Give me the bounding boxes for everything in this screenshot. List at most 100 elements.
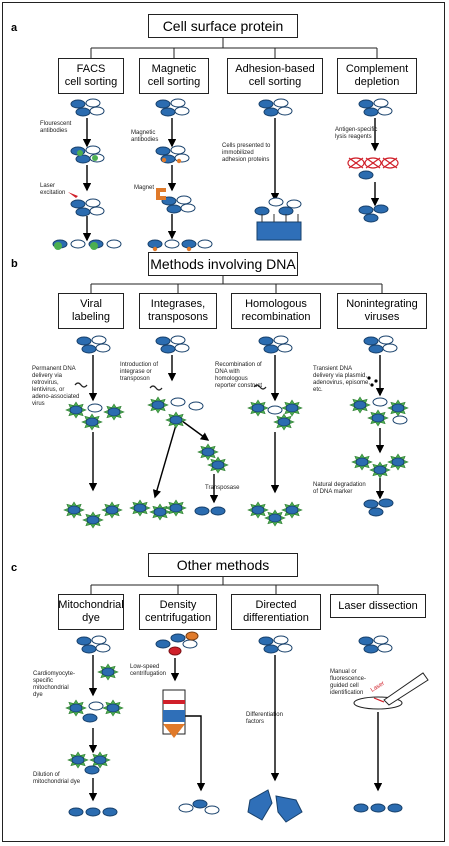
labeled-cell xyxy=(268,513,282,523)
labeled-cell xyxy=(69,703,83,713)
filled-cell xyxy=(70,99,86,109)
empty-cell xyxy=(95,343,111,353)
labeled-cell xyxy=(277,417,291,427)
filled-cell xyxy=(210,506,226,516)
filled-cell xyxy=(363,336,379,346)
filled-cell xyxy=(278,206,294,216)
note-adhesion: Cells presented to immobilized adhesion … xyxy=(222,143,271,163)
empty-cell xyxy=(182,639,198,649)
laser-beam xyxy=(373,697,385,703)
filled-cell xyxy=(363,213,379,223)
empty-cell xyxy=(170,335,186,345)
empty-cell xyxy=(273,98,289,108)
labeled-cell xyxy=(133,503,147,513)
empty-cell xyxy=(267,405,283,415)
laser-pen-label: Laser xyxy=(370,681,386,694)
method-facs: FACS cell sorting xyxy=(58,58,124,94)
labeled-cell xyxy=(151,400,165,410)
empty-cell xyxy=(170,145,186,155)
method-density: Density centrifugation xyxy=(139,594,217,630)
note-integrase: Introduction of integrase or transposon xyxy=(120,362,159,382)
note-transposase: Transposase xyxy=(205,485,240,491)
tree-lines xyxy=(90,38,383,594)
empty-cell xyxy=(180,203,196,213)
empty-cell xyxy=(373,635,389,645)
filled-cell xyxy=(368,344,384,354)
note-differentiation: Differentiation factors xyxy=(246,712,283,725)
empty-cell xyxy=(277,643,293,653)
decorations xyxy=(54,150,429,823)
empty-cell xyxy=(87,403,103,413)
orange-cell xyxy=(185,631,199,641)
filled-cell xyxy=(258,99,274,109)
magnetic-bead xyxy=(176,158,182,164)
empty-cell xyxy=(188,401,204,411)
method-viral: Viral labeling xyxy=(58,293,124,329)
filled-cell xyxy=(155,639,171,649)
filled-cell xyxy=(358,99,374,109)
empty-cell xyxy=(70,239,86,249)
filled-cell xyxy=(82,713,98,723)
filled-cell xyxy=(81,344,97,354)
plasmid-dot xyxy=(370,383,374,387)
filled-cell xyxy=(160,344,176,354)
labeled-cell xyxy=(285,403,299,413)
filled-cell xyxy=(258,336,274,346)
filled-cell xyxy=(378,498,394,508)
filled-cell xyxy=(155,336,171,346)
method-integrases: Integrases, transposons xyxy=(139,293,217,329)
plasmid-dot xyxy=(367,376,371,380)
note-magnetic-antibodies: Magnetic antibodies xyxy=(131,130,159,143)
labeled-cell xyxy=(391,403,405,413)
empty-cell xyxy=(277,106,293,116)
labeled-cell xyxy=(93,755,107,765)
filled-cell xyxy=(358,636,374,646)
filled-cell xyxy=(387,803,403,813)
tube-band-red xyxy=(163,700,185,704)
method-mitochondrial: Mitochondrial dye xyxy=(58,594,124,630)
empty-cell xyxy=(373,98,389,108)
section-b-letter: b xyxy=(11,258,18,270)
arrow xyxy=(177,417,210,441)
empty-cell xyxy=(89,206,105,216)
integrase-squiggle xyxy=(149,385,163,391)
labeled-cell xyxy=(251,403,265,413)
section-c-title: Other methods xyxy=(148,553,298,577)
tube-band-blue xyxy=(163,710,185,722)
differentiated-cell xyxy=(247,789,273,821)
note-degradation: Natural degradation of DNA marker xyxy=(313,482,366,495)
labeled-cell xyxy=(67,505,81,515)
fluorescent-antibody xyxy=(92,155,98,161)
empty-cell xyxy=(377,106,393,116)
differentiated-cell xyxy=(275,795,303,823)
empty-cell xyxy=(372,397,388,407)
filled-cell xyxy=(373,204,389,214)
empty-cell xyxy=(106,239,122,249)
empty-cell xyxy=(273,335,289,345)
filled-cell xyxy=(363,644,379,654)
labeled-cell xyxy=(353,400,367,410)
red-cell xyxy=(168,646,182,656)
filled-cell xyxy=(368,507,384,517)
empty-cell xyxy=(273,635,289,645)
labeled-cell xyxy=(105,505,119,515)
magnetic-bead xyxy=(186,246,192,252)
lysis-mark xyxy=(348,157,364,169)
empty-cell xyxy=(91,335,107,345)
filled-cell xyxy=(155,99,171,109)
filled-cell xyxy=(194,506,210,516)
fluorescent-antibody xyxy=(77,150,83,156)
magnetic-bead xyxy=(152,246,158,252)
note-cardio-dye: Cardiomyocyte- specific mitochondrial dy… xyxy=(33,671,76,698)
method-laser-dissection: Laser dissection xyxy=(330,594,426,618)
section-a-title: Cell surface protein xyxy=(148,14,298,38)
filled-cell xyxy=(263,644,279,654)
reporter-squiggle xyxy=(253,384,267,390)
filled-cell xyxy=(192,799,208,809)
filled-cell xyxy=(76,336,92,346)
empty-cell xyxy=(286,199,302,209)
labeled-cell xyxy=(169,503,183,513)
filled-cell xyxy=(81,644,97,654)
filled-cell xyxy=(102,807,118,817)
labeled-cell xyxy=(371,413,385,423)
